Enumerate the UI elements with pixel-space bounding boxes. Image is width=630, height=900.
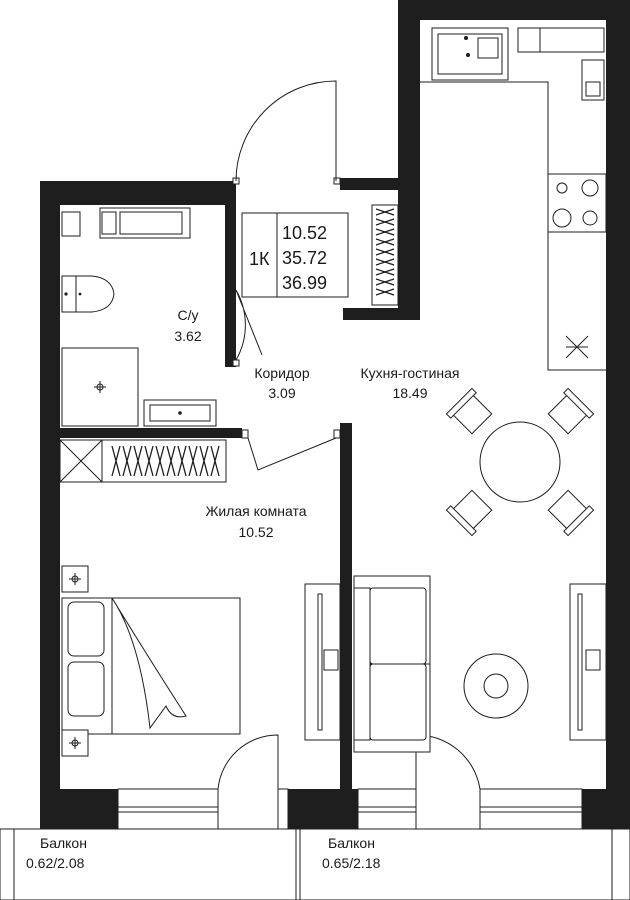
living-room-name: Жилая комната [205, 503, 306, 519]
bathroom-area: 3.62 [174, 328, 201, 344]
kitchen-living-name: Кухня-гостиная [360, 365, 459, 381]
apartment-type: 1К [249, 249, 270, 269]
living-area-value: 10.52 [282, 223, 327, 243]
bed [61, 597, 241, 735]
hanger-icon [375, 278, 395, 286]
total-area-balcony-value: 36.99 [282, 273, 327, 293]
hanger-icon [375, 218, 395, 226]
hanger-icon [210, 445, 220, 477]
balcony-door-left [217, 734, 279, 790]
hanger-icon [375, 228, 395, 236]
bathroom-fixtures [61, 207, 217, 427]
balcony-left-name: Балкон [40, 835, 87, 851]
hanger-icon [111, 445, 121, 477]
hanger-icon [375, 238, 395, 246]
hanger-icon [375, 208, 395, 216]
bathroom-door [235, 289, 263, 361]
corridor-area: 3.09 [268, 385, 295, 401]
living-room-area: 10.52 [238, 524, 273, 540]
balconies [0, 828, 630, 900]
entrance-door [235, 80, 337, 182]
sofa [353, 575, 431, 753]
corridor-name: Коридор [254, 365, 310, 381]
hanger-icon [375, 288, 395, 296]
hanger-icon [375, 268, 395, 276]
balcony-right-name: Балкон [328, 835, 375, 851]
hanger-icon [155, 445, 165, 477]
wardrobe-corridor [371, 204, 399, 306]
tv-unit-right [569, 583, 607, 741]
bathroom-name: С/у [178, 307, 199, 323]
tv-unit-left [304, 583, 341, 741]
nightstands [61, 565, 89, 757]
coffee-table [463, 653, 529, 719]
hanger-icon [122, 445, 132, 477]
hanger-icon [177, 445, 187, 477]
walls [40, 0, 630, 829]
balcony-left-area: 0.62/2.08 [26, 855, 85, 871]
balcony-right-area: 0.65/2.18 [322, 855, 381, 871]
hanger-icon [375, 248, 395, 256]
hanger-icon [375, 258, 395, 266]
kitchen-living-area: 18.49 [392, 385, 427, 401]
total-area-value: 35.72 [282, 248, 327, 268]
summary-box: 1К 10.52 35.72 36.99 [241, 212, 349, 298]
wardrobe-living [59, 439, 227, 483]
room-labels: С/у 3.62 Коридор 3.09 Кухня-гостиная 18.… [26, 307, 460, 871]
hanger-icon [199, 445, 209, 477]
kitchen-fixtures [420, 27, 607, 371]
hanger-icon [166, 445, 176, 477]
hanger-icon [144, 445, 154, 477]
hanger-icon [188, 445, 198, 477]
dining-table [445, 387, 595, 537]
hanger-icon [133, 445, 143, 477]
living-room-door [247, 437, 337, 471]
